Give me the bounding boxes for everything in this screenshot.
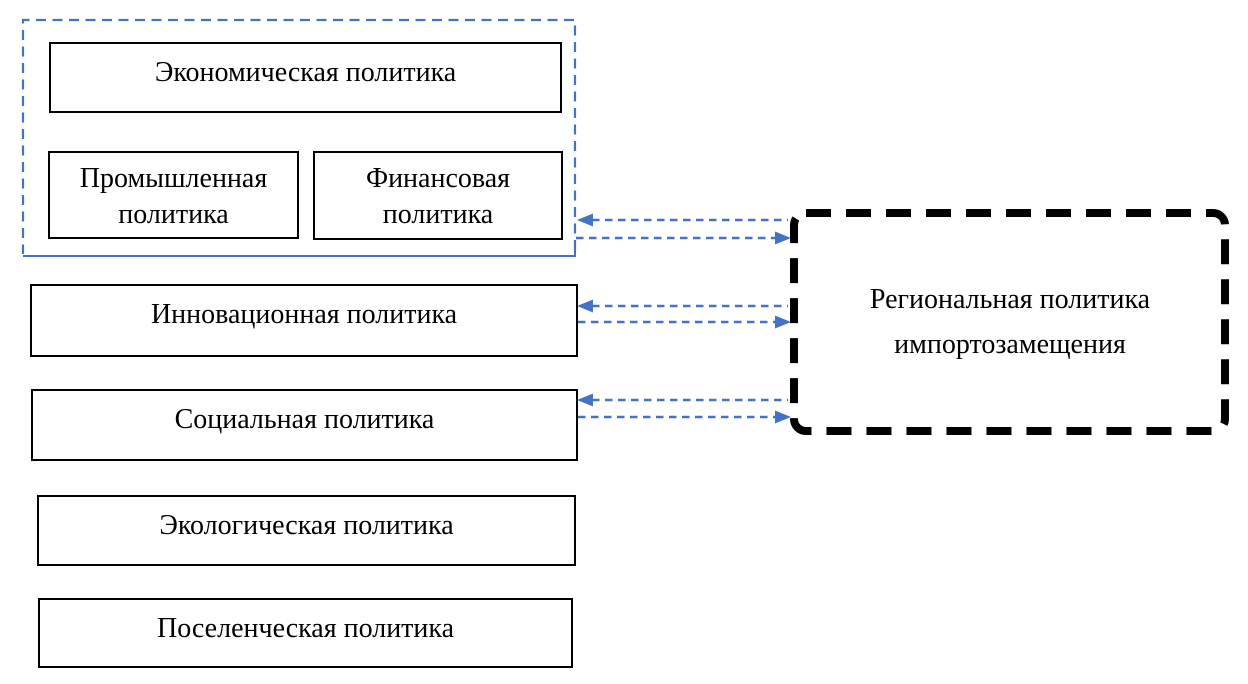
- arrowhead-left-icon: [577, 299, 593, 313]
- box-ecological-policy-label: Экологическая политика: [159, 510, 454, 541]
- arrowhead-left-icon: [577, 393, 593, 407]
- box-industrial-policy: Промышленная политика: [48, 151, 299, 239]
- box-financial-policy: Финансовая политика: [313, 151, 563, 240]
- box-settlement-policy: Поселенческая политика: [38, 598, 573, 668]
- box-regional-import-substitution-policy-label: Региональная политика импортозамещения: [869, 284, 1151, 360]
- box-ecological-policy: Экологическая политика: [37, 495, 576, 566]
- box-industrial-policy-label: Промышленная политика: [79, 163, 268, 230]
- box-innovation-policy: Инновационная политика: [30, 284, 578, 357]
- box-regional-import-substitution-policy: Региональная политика импортозамещения: [800, 213, 1220, 431]
- box-social-policy: Социальная политика: [31, 389, 578, 461]
- box-social-policy-label: Социальная политика: [174, 404, 435, 435]
- arrowhead-right-icon: [775, 315, 791, 329]
- box-economic-policy: Экономическая политика: [49, 42, 562, 113]
- box-settlement-policy-label: Поселенческая политика: [156, 613, 455, 644]
- economic-policy-cluster-baseline: [23, 249, 576, 257]
- arrowhead-left-icon: [577, 213, 593, 227]
- arrowhead-right-icon: [775, 410, 791, 424]
- box-economic-policy-label: Экономическая политика: [154, 57, 457, 88]
- box-innovation-policy-label: Инновационная политика: [150, 299, 458, 330]
- arrowhead-right-icon: [775, 231, 791, 245]
- box-financial-policy-label: Финансовая политика: [365, 163, 511, 230]
